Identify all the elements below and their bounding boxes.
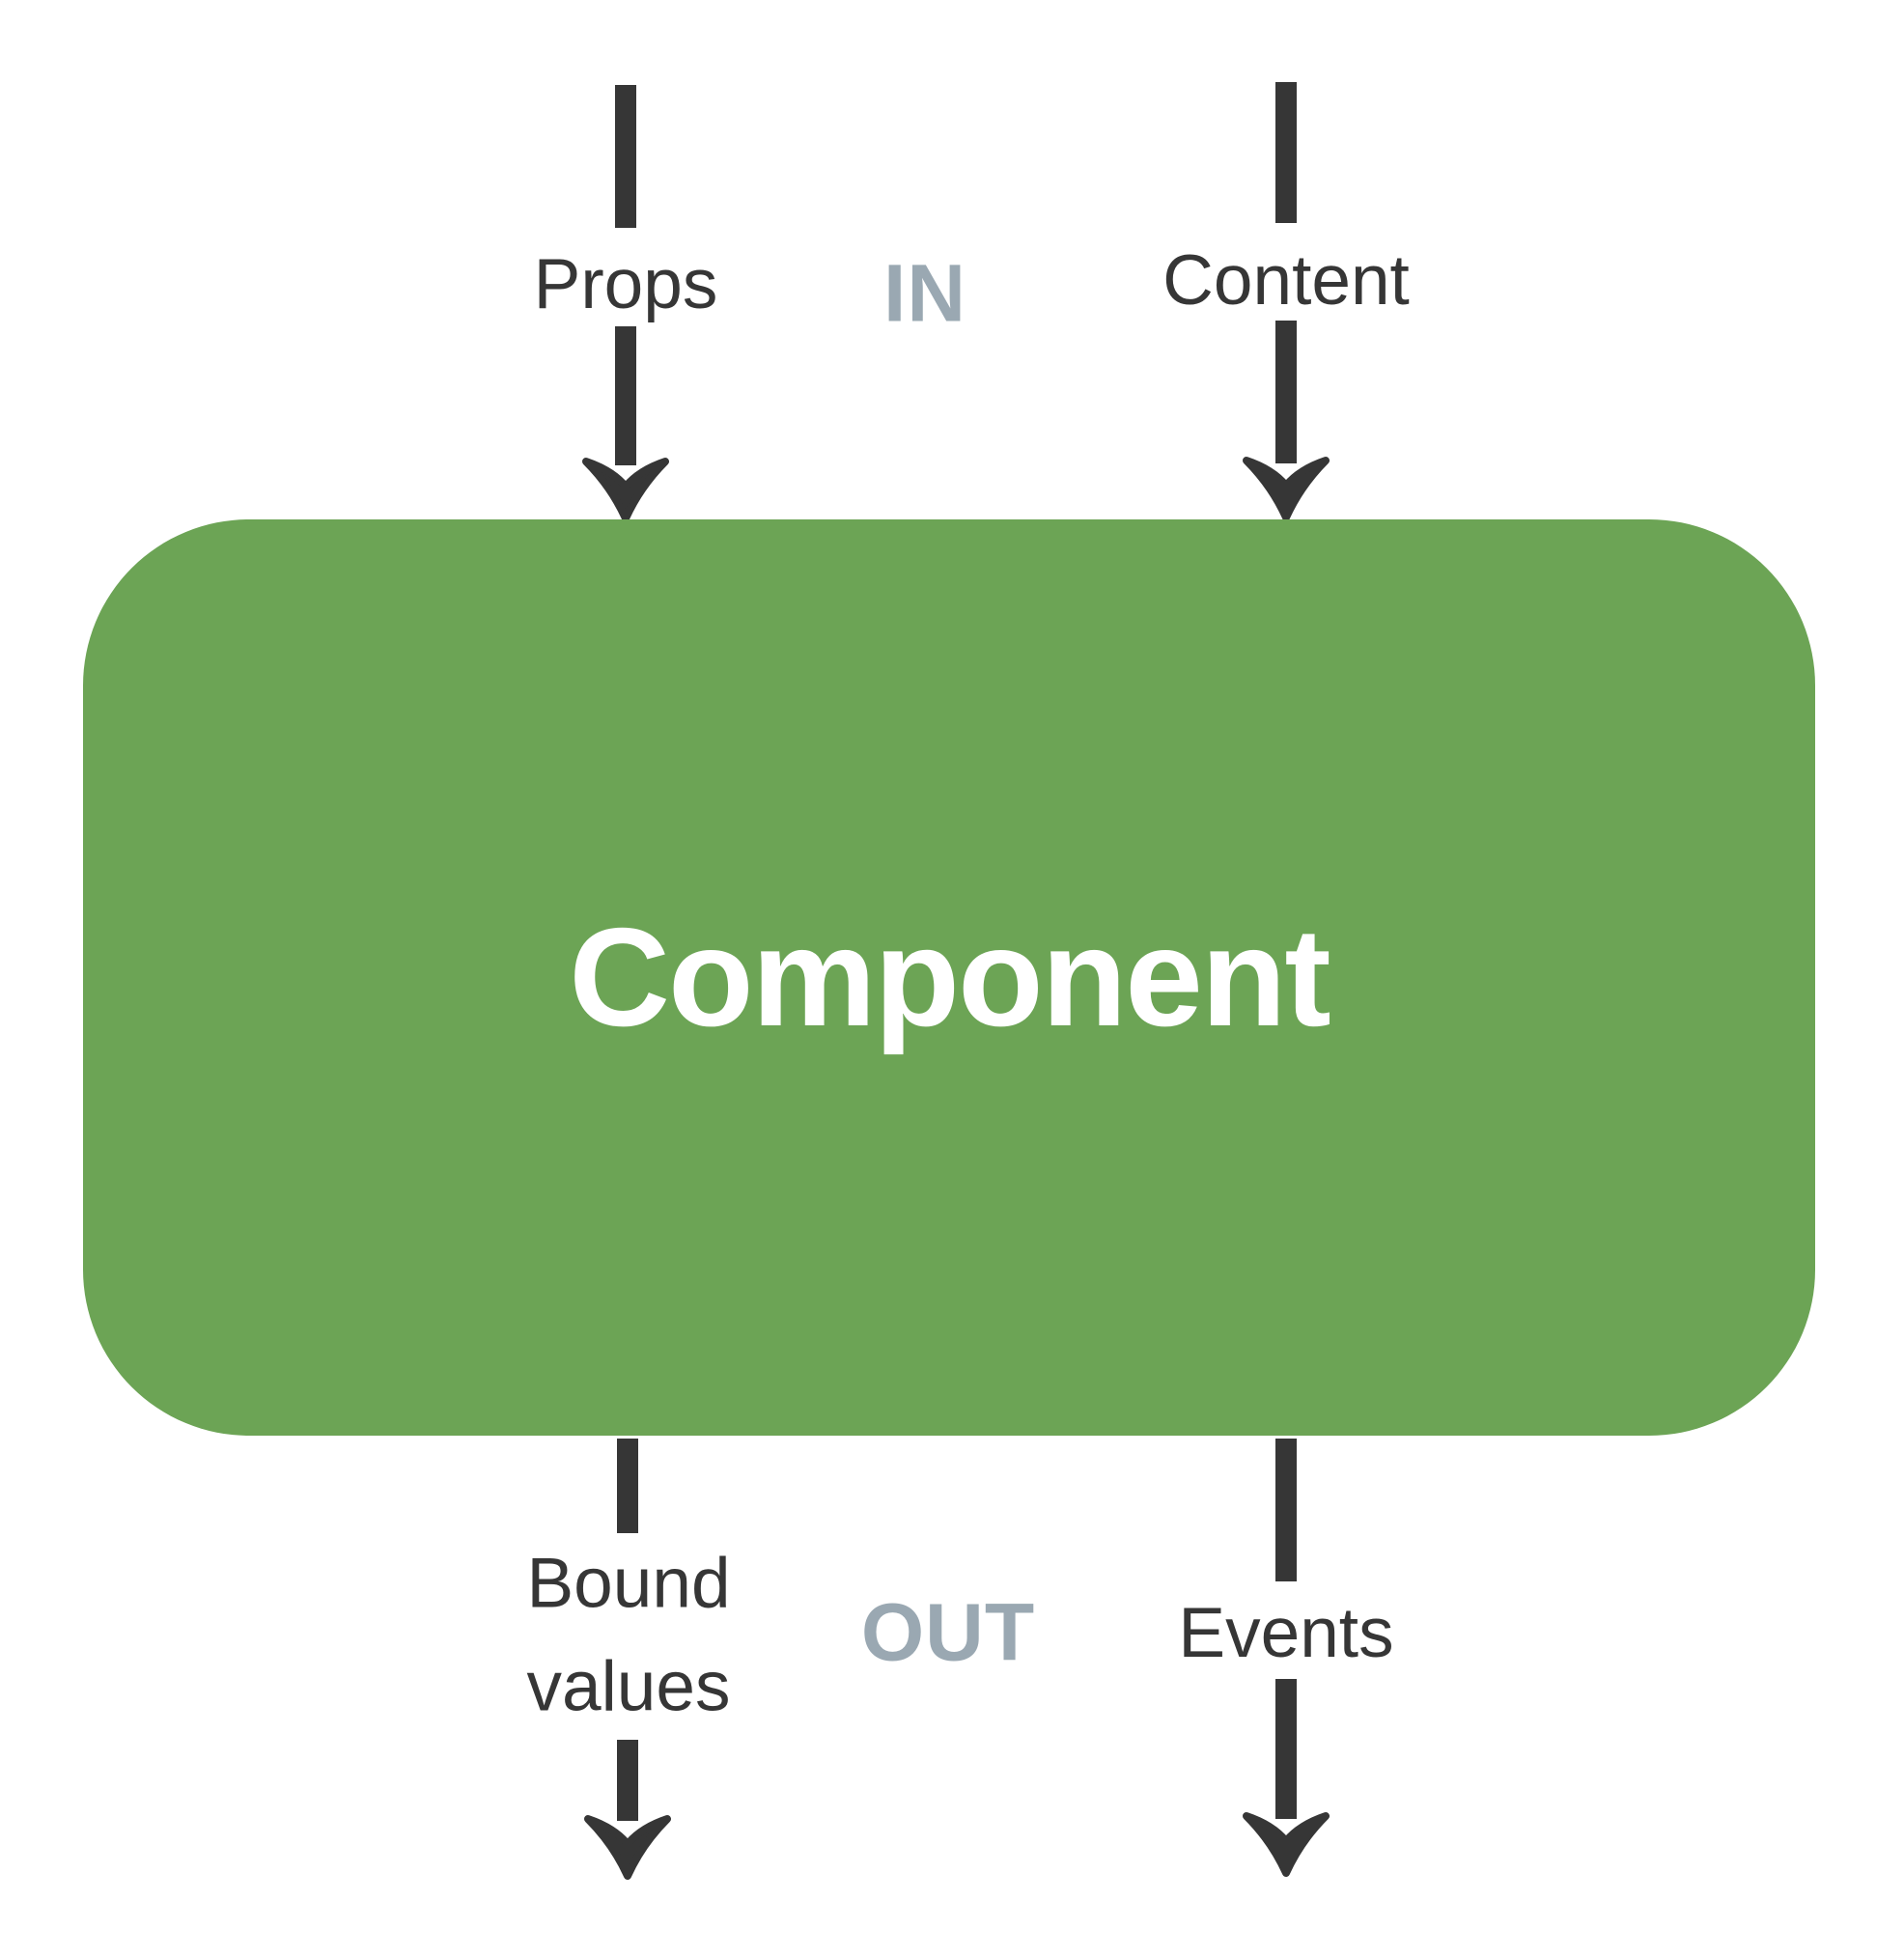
events-arrowhead-icon xyxy=(1243,1812,1330,1877)
props-arrow-shaft-bottom xyxy=(615,326,636,465)
bound-values-arrowhead-icon xyxy=(584,1815,671,1880)
props-arrow-shaft-top xyxy=(615,85,636,228)
content-arrow-shaft-bottom xyxy=(1275,321,1297,463)
bound-values-output-label: Bound values xyxy=(526,1544,731,1726)
events-arrow-shaft-bottom xyxy=(1275,1679,1297,1819)
out-badge: OUT xyxy=(860,1586,1036,1678)
events-arrow-shaft-top xyxy=(1275,1439,1297,1581)
props-arrowhead-icon xyxy=(582,458,669,522)
content-arrow-shaft-top xyxy=(1275,82,1297,223)
component-box-title: Component xyxy=(569,899,1330,1055)
bound-values-arrow-shaft-bottom xyxy=(617,1740,638,1821)
component-box: Component xyxy=(83,519,1815,1436)
bound-values-arrow-shaft-top xyxy=(617,1439,638,1533)
in-badge: IN xyxy=(883,247,966,339)
content-input-label: Content xyxy=(1162,240,1410,320)
content-arrowhead-icon xyxy=(1243,457,1330,521)
events-output-label: Events xyxy=(1178,1593,1394,1672)
props-input-label: Props xyxy=(533,244,718,323)
